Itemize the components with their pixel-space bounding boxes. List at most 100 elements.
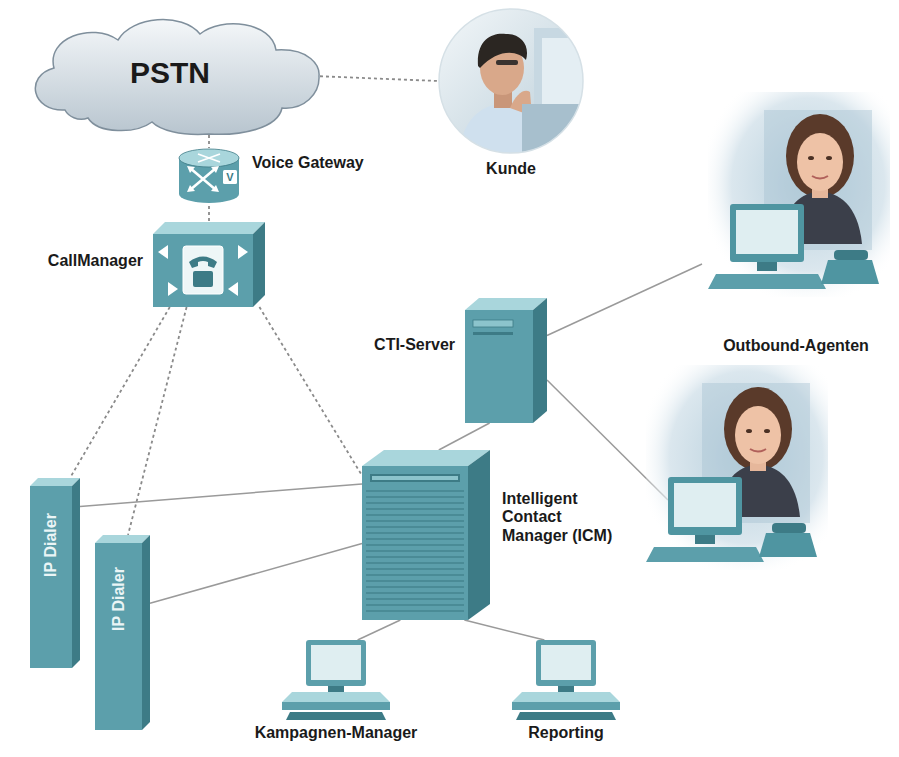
icon-part bbox=[695, 535, 715, 544]
icon-part bbox=[646, 365, 828, 570]
icon-part bbox=[366, 532, 464, 534]
icon-part bbox=[366, 514, 464, 516]
solid-connector bbox=[80, 484, 362, 507]
icon-part bbox=[522, 104, 592, 154]
icon-part bbox=[179, 149, 239, 167]
icon-part bbox=[438, 8, 594, 158]
icon-part bbox=[190, 168, 216, 190]
icon-part bbox=[674, 483, 736, 527]
icon-part bbox=[35, 20, 319, 135]
icon-part bbox=[496, 60, 518, 65]
icon-part bbox=[366, 520, 464, 522]
node-label: Kunde bbox=[486, 160, 536, 178]
icon-part bbox=[808, 156, 814, 160]
solid-connector bbox=[547, 264, 702, 336]
icon-part bbox=[746, 429, 752, 433]
icon-part bbox=[30, 486, 72, 668]
node-icon bbox=[465, 298, 547, 423]
icon-part bbox=[536, 640, 596, 686]
icon-part bbox=[370, 474, 460, 482]
icon-part bbox=[142, 535, 150, 730]
icon-part bbox=[764, 429, 770, 433]
icon-part bbox=[366, 580, 464, 582]
dialer-box: IP Dialer bbox=[30, 478, 80, 668]
icon-part bbox=[362, 466, 468, 620]
icon-part bbox=[735, 406, 781, 464]
solid-connector bbox=[358, 620, 401, 640]
node-label: Kampagnen-Manager bbox=[255, 724, 418, 742]
icon-part bbox=[542, 38, 592, 108]
node-icon bbox=[95, 535, 150, 730]
icon-part bbox=[366, 592, 464, 594]
workstation: Kampagnen-Manager bbox=[282, 640, 390, 720]
icon-part bbox=[468, 450, 490, 620]
node-label: PSTN bbox=[130, 55, 210, 90]
icon-part bbox=[238, 245, 248, 259]
network-cloud: PSTN bbox=[20, 10, 320, 135]
icon-part bbox=[286, 712, 386, 720]
icon-part bbox=[158, 245, 168, 259]
node-label: IP Dialer bbox=[42, 513, 60, 577]
solid-connector bbox=[439, 423, 490, 450]
icon-part bbox=[193, 271, 213, 287]
icon-part bbox=[465, 310, 533, 423]
icon-part bbox=[366, 598, 464, 600]
icon-part bbox=[473, 332, 513, 335]
icon-part bbox=[478, 34, 527, 68]
icon-part bbox=[187, 166, 219, 192]
icon-part bbox=[189, 257, 217, 269]
icon-part bbox=[439, 9, 583, 153]
icon-part bbox=[826, 156, 832, 160]
node-icon bbox=[438, 8, 584, 154]
icon-part bbox=[736, 210, 798, 254]
icon-part bbox=[646, 547, 764, 562]
icon-part bbox=[730, 204, 804, 262]
icon-part bbox=[366, 556, 464, 558]
icon-part bbox=[533, 298, 547, 423]
icon-part bbox=[541, 645, 591, 680]
dotted-connector bbox=[70, 307, 170, 478]
node-label: CTI-Server bbox=[374, 336, 455, 354]
icon-part bbox=[366, 604, 464, 606]
icon-part bbox=[72, 478, 80, 668]
icon-part bbox=[228, 282, 238, 296]
icon-part bbox=[366, 508, 464, 510]
icon-part bbox=[253, 222, 265, 307]
icon-part bbox=[223, 170, 237, 184]
icon-part bbox=[30, 478, 80, 486]
node-icon bbox=[282, 640, 390, 720]
node-label: IP Dialer bbox=[109, 567, 127, 631]
icon-part bbox=[516, 712, 616, 720]
call-manager: CallManager bbox=[153, 222, 265, 307]
node-icon bbox=[153, 222, 265, 307]
node-label: Reporting bbox=[528, 724, 604, 742]
icon-part bbox=[821, 260, 879, 284]
icon-part bbox=[362, 450, 490, 466]
icon-part bbox=[153, 234, 253, 307]
icon-part bbox=[282, 702, 390, 710]
icon-part bbox=[708, 274, 826, 289]
icon-part bbox=[812, 176, 828, 179]
icon-part bbox=[366, 502, 464, 504]
icon-part bbox=[282, 692, 390, 702]
dotted-connector bbox=[259, 307, 362, 476]
icon-part bbox=[311, 645, 361, 680]
icon-part bbox=[465, 298, 547, 310]
icon-part bbox=[708, 92, 890, 297]
icon-part bbox=[512, 692, 620, 702]
node-icon bbox=[702, 92, 890, 307]
icon-part bbox=[759, 533, 817, 557]
node-label: CallManager bbox=[48, 252, 143, 270]
icon-part bbox=[168, 282, 178, 296]
icm-server: Intelligent Contact Manager (ICM) bbox=[362, 450, 490, 620]
icon-part bbox=[366, 550, 464, 552]
node-label: Intelligent Contact Manager (ICM) bbox=[502, 490, 624, 545]
icon-part bbox=[757, 262, 777, 271]
server-tower: CTI-Server bbox=[465, 298, 547, 423]
icon-part bbox=[366, 544, 464, 546]
icon-part bbox=[366, 568, 464, 570]
icon-part bbox=[668, 477, 742, 535]
icon-part bbox=[95, 535, 150, 543]
node-label: Outbound-Agenten bbox=[723, 337, 869, 355]
